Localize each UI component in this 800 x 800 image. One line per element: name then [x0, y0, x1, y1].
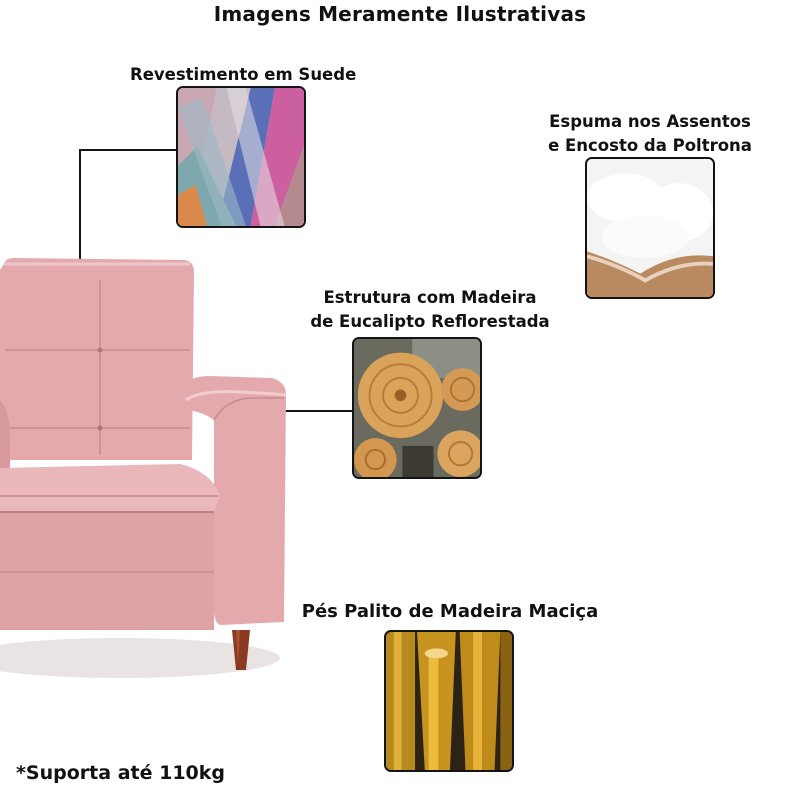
armchair-illustration: [0, 258, 287, 678]
foam-thumbnail: [585, 157, 715, 299]
wood-legs-thumbnail: [384, 630, 514, 772]
feature-label-suede: Revestimento em Suede: [130, 65, 357, 84]
eucalyptus-logs-thumbnail: [352, 337, 482, 479]
feature-label-wood-structure: Estrutura com Madeira de Eucalipto Reflo…: [285, 286, 575, 334]
feature-label-foam-line1: Espuma nos Assentos: [549, 112, 751, 131]
suede-fabric-thumbnail: [176, 86, 306, 228]
eucalyptus-logs-image: [354, 339, 480, 477]
suede-fabric-image: [178, 88, 304, 226]
feature-label-foam-line2: e Encosto da Poltrona: [548, 136, 752, 155]
feature-label-wood-line2: de Eucalipto Reflorestada: [310, 312, 550, 331]
foam-image: [587, 159, 713, 297]
page-title: Imagens Meramente Ilustrativas: [213, 2, 587, 26]
feature-label-legs: Pés Palito de Madeira Maciça: [301, 601, 599, 622]
feature-label-foam: Espuma nos Assentos e Encosto da Poltron…: [530, 110, 770, 158]
weight-capacity-note: *Suporta até 110kg: [16, 762, 225, 784]
feature-label-wood-line1: Estrutura com Madeira: [323, 288, 537, 307]
wood-legs-image: [386, 632, 512, 770]
